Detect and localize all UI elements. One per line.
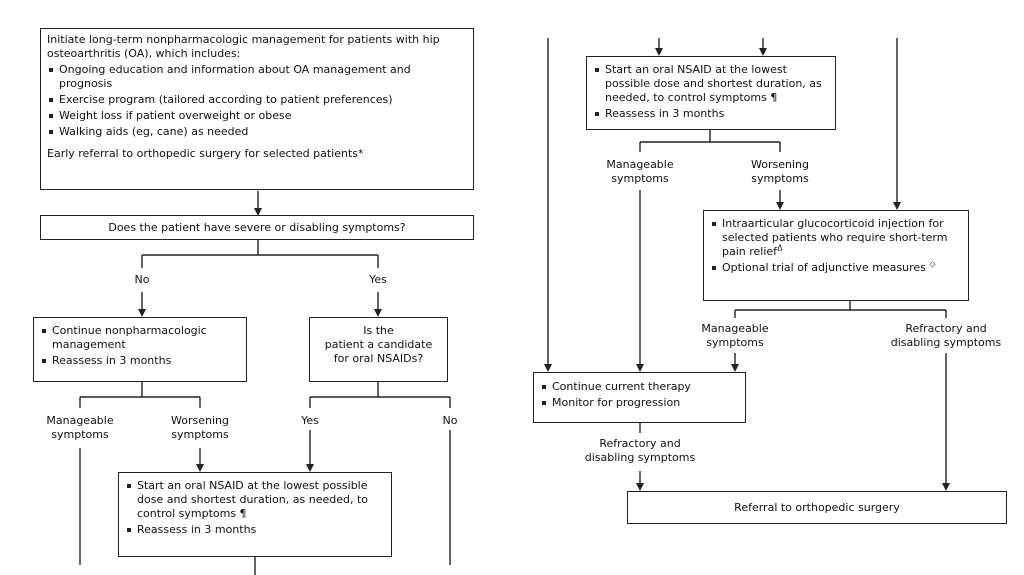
referral-box: Referral to orthopedic surgery — [627, 491, 1007, 524]
branch-yes-label: Yes — [369, 273, 387, 286]
continue-nonpharm-box: Continue nonpharmacologic management Rea… — [33, 317, 247, 382]
intro-item: Exercise program (tailored according to … — [47, 93, 467, 107]
question-severe-text: Does the patient have severe or disablin… — [108, 221, 406, 234]
question-nsaid-line: Is the — [363, 324, 394, 337]
intro-box: Initiate long-term nonpharmacologic mana… — [40, 28, 474, 190]
continue-current-item: Continue current therapy — [540, 380, 739, 394]
nsaid-yes-label: Yes — [301, 414, 319, 427]
injection-item: Intraarticular glucocorticoid injection … — [710, 217, 962, 259]
diamond-mark: ◇ — [929, 259, 936, 269]
delta-mark: Δ — [777, 243, 783, 253]
continue-nonpharm-item: Reassess in 3 months — [40, 354, 240, 368]
continue-current-item: Monitor for progression — [540, 396, 739, 410]
nsaid-box-left: Start an oral NSAID at the lowest possib… — [118, 472, 392, 557]
intro-item: Ongoing education and information about … — [47, 63, 467, 91]
injection-box: Intraarticular glucocorticoid injection … — [703, 210, 969, 301]
intro-referral: Early referral to orthopedic surgery for… — [47, 147, 364, 160]
continue-current-box: Continue current therapy Monitor for pro… — [533, 372, 746, 423]
nsaid-item: Start an oral NSAID at the lowest possib… — [125, 479, 385, 521]
nsaid-item: Reassess in 3 months — [593, 107, 829, 121]
intro-item: Walking aids (eg, cane) as needed — [47, 125, 467, 139]
question-nsaid: Is the patient a candidate for oral NSAI… — [309, 317, 448, 382]
adjunctive-item: Optional trial of adjunctive measures ◇ — [710, 259, 962, 275]
intro-lead: Initiate long-term nonpharmacologic mana… — [47, 33, 440, 60]
branch-no-label: No — [134, 273, 150, 286]
nsaid-no-label: No — [442, 414, 458, 427]
question-nsaid-line: for oral NSAIDs? — [333, 352, 424, 365]
referral-text: Referral to orthopedic surgery — [734, 501, 900, 514]
intro-item: Weight loss if patient overweight or obe… — [47, 109, 467, 123]
question-severe: Does the patient have severe or disablin… — [40, 215, 474, 240]
nsaid-item: Reassess in 3 months — [125, 523, 385, 537]
question-nsaid-line: patient a candidate — [324, 338, 433, 351]
continue-nonpharm-item: Continue nonpharmacologic management — [40, 324, 240, 352]
nsaid-item: Start an oral NSAID at the lowest possib… — [593, 63, 829, 105]
nsaid-box-right: Start an oral NSAID at the lowest possib… — [586, 56, 836, 130]
